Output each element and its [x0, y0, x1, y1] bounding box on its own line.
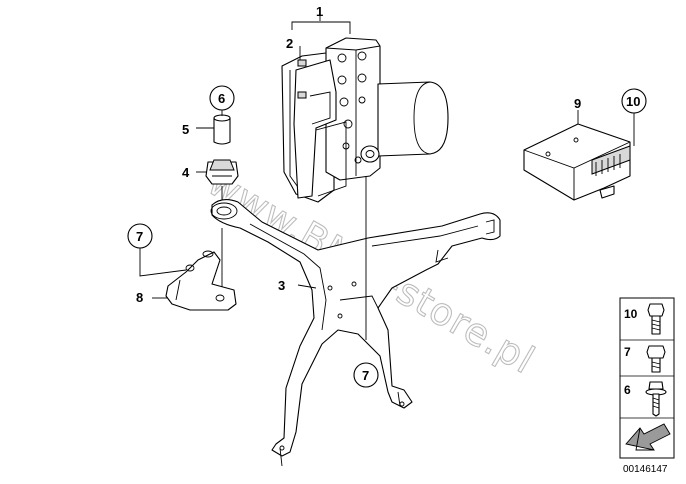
callout-10-label: 10	[626, 94, 640, 109]
callout-2-label: 2	[286, 36, 293, 51]
legend-row-6[interactable]: 6	[624, 381, 667, 417]
diagram-code: 00146147	[623, 464, 668, 475]
callout-3-label: 3	[278, 278, 285, 293]
flange-screw-icon	[645, 381, 667, 417]
bushing-part-5[interactable]	[213, 114, 231, 145]
callout-5-label: 5	[182, 122, 189, 137]
callout-7-lower-label: 7	[362, 368, 369, 383]
callout-4-label: 4	[182, 165, 190, 180]
rubber-mount-part-4[interactable]	[205, 159, 239, 185]
callout-8-label: 8	[136, 290, 143, 305]
callout-1-label: 1	[316, 4, 323, 19]
hydraulic-unit-part-1[interactable]	[281, 37, 449, 203]
hex-bolt-icon	[647, 303, 665, 335]
callout-6-label: 6	[218, 91, 225, 106]
callout-9-label: 9	[574, 96, 581, 111]
legend-row-7[interactable]: 7	[624, 345, 666, 373]
callout-1-bracket-line	[291, 21, 351, 34]
holder-part-8[interactable]	[165, 250, 237, 311]
legend-row-10[interactable]: 10	[624, 303, 665, 335]
callout-3-leader	[297, 284, 317, 289]
callout-7-left-label: 7	[136, 229, 143, 244]
bracket-part-3[interactable]	[210, 199, 501, 467]
callout-7-left-leader	[139, 248, 187, 277]
sensor-part-9[interactable]	[523, 123, 631, 201]
callout-7-left-circle	[127, 223, 153, 249]
fastener-legend: 10 7 6	[619, 297, 675, 459]
direction-arrow-icon	[625, 423, 671, 451]
hex-bolt-icon	[646, 345, 666, 373]
legend-num-10: 10	[624, 307, 638, 321]
callout-10-circle	[621, 88, 647, 114]
callout-7-lower-circle	[353, 362, 379, 388]
legend-num-7: 7	[624, 345, 631, 359]
callout-6-circle	[209, 85, 235, 111]
legend-num-6: 6	[624, 383, 631, 397]
